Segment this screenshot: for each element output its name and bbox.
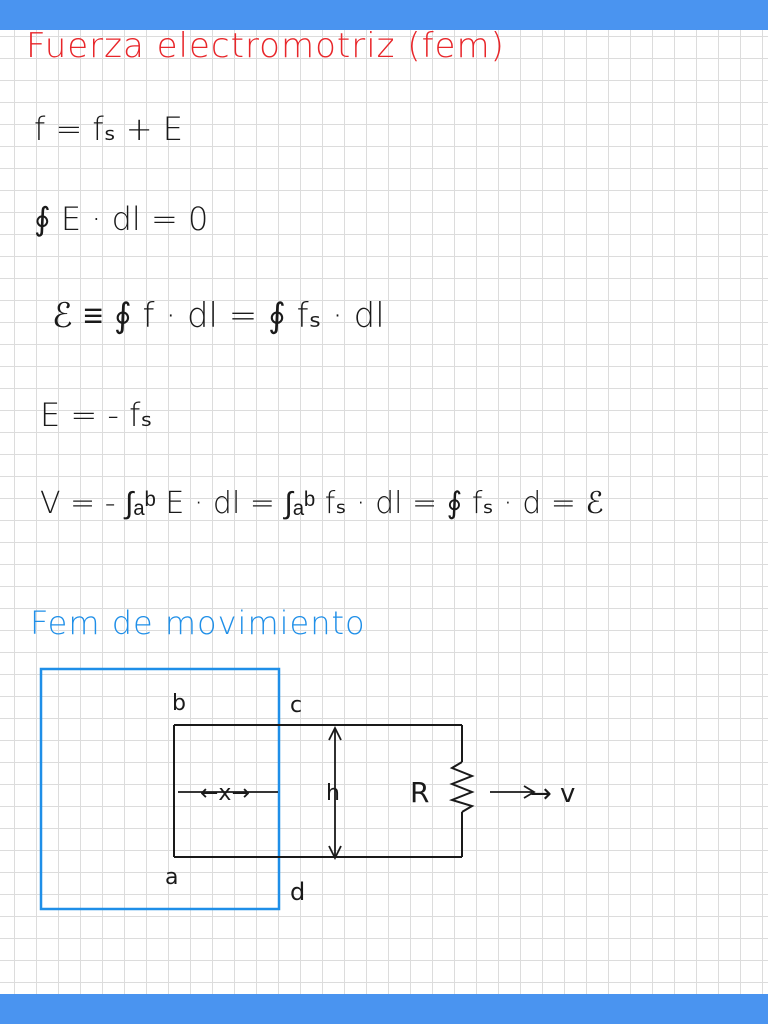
resistor-icon: [448, 761, 475, 813]
label-R: R: [410, 776, 429, 809]
label-h: h: [326, 781, 340, 806]
grid-paper: [0, 30, 768, 994]
h-arrow-down-icon: [328, 845, 342, 861]
label-d: d: [290, 878, 305, 906]
label-b: b: [172, 691, 186, 716]
label-v: → v: [530, 779, 575, 809]
equation-2: ∮ E · dl = 0: [34, 200, 209, 238]
top-bar: [0, 0, 768, 30]
bottom-bar: [0, 994, 768, 1024]
page-title: Fuerza electromotriz (fem): [26, 26, 505, 66]
section-title: Fem de movimiento: [30, 604, 366, 642]
label-a: a: [165, 865, 178, 890]
h-arrow-up-icon: [328, 725, 342, 741]
field-region: [39, 667, 281, 911]
equation-4: E = - fₛ: [40, 396, 153, 434]
v-arrow-head-icon: [523, 785, 536, 799]
label-x: ←x→: [200, 781, 250, 806]
equation-1: f = fₛ + E: [34, 110, 183, 148]
equation-3: ℰ ≡ ∮ f · dl = ∮ fₛ · dl: [52, 296, 385, 336]
label-c: c: [290, 693, 302, 718]
equation-5: V = - ∫ₐᵇ E · dl = ∫ₐᵇ fₛ · dl = ∮ fₛ · …: [40, 486, 604, 521]
